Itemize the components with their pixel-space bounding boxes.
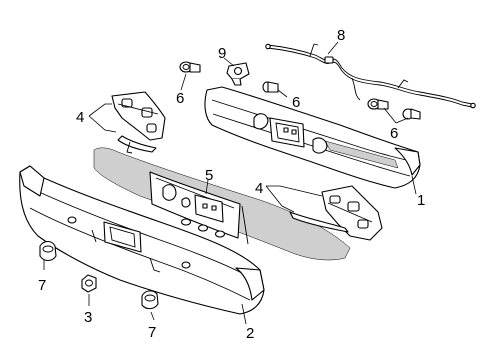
callout-7-left: 7 [38,277,46,294]
retainer-nut-3 [81,274,97,293]
callout-1: 1 [417,192,425,209]
mounting-bracket-4b [289,185,383,241]
park-sensor-6b [262,81,279,93]
callout-3: 3 [84,309,92,326]
park-sensor-6a [179,61,201,73]
callout-5: 5 [205,167,213,184]
sensor-bracket-9 [226,62,250,86]
callout-7-bottom: 7 [148,324,156,341]
wiring-harness [265,43,476,109]
reinforcement-5 [93,147,351,261]
leader-lines [43,41,417,325]
park-sensor-6c [367,98,389,110]
callout-6-center: 6 [292,94,300,111]
callout-2: 2 [246,325,254,342]
callout-9: 9 [218,45,226,62]
callout-4-lower: 4 [255,180,263,197]
callout-4-upper: 4 [76,109,84,126]
bumper-face-bar-1 [204,86,421,189]
callout-6-right: 6 [390,125,398,142]
mounting-bracket-4a [111,91,166,154]
sensor-bezel-7b [141,290,159,310]
bumper-bar-2 [19,165,265,315]
callout-8: 8 [337,27,345,44]
park-sensor-6d [402,108,421,120]
callout-6-left: 6 [176,90,184,107]
sensor-bezel-7a [39,240,57,262]
